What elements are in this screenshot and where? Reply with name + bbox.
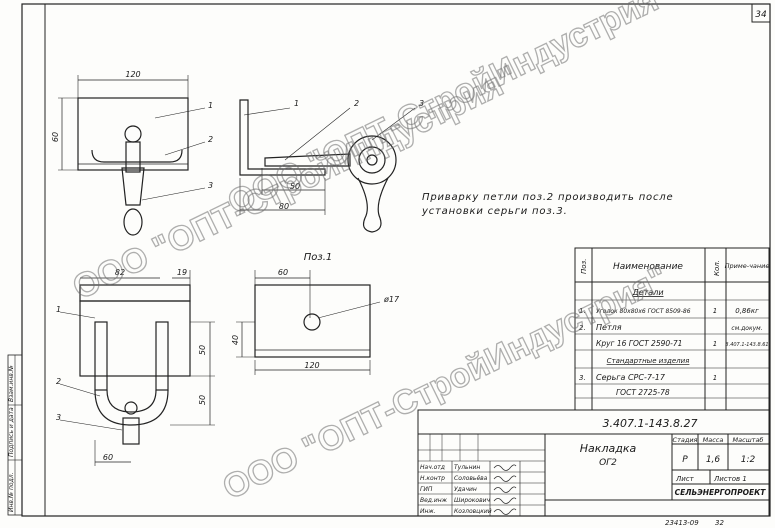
dim-front-82: 82 [115, 268, 125, 277]
spec-row2-name: Петля [596, 323, 622, 332]
spec-row2-pos: 2. [579, 324, 586, 332]
title-block [417, 409, 770, 517]
spec-row1-qty: 1 [713, 307, 717, 315]
dim-side-50: 50 [290, 182, 300, 191]
callout-3-a: 3 [208, 181, 213, 190]
welding-note-line2: установки серьги поз.3. [421, 206, 568, 217]
spec-row2b-qty: 1 [713, 340, 717, 348]
spec-row3b-name: ГОСТ 2725-78 [616, 388, 670, 397]
stage-value: Р [682, 455, 688, 465]
callout-1-b: 1 [294, 99, 299, 108]
signer-5: Козловцкий [454, 508, 492, 515]
item-code: ОГ2 [599, 458, 617, 468]
footer-page: 32 [715, 519, 724, 527]
spec-header-name: Наименование [613, 262, 683, 272]
dim-top-height: 60 [51, 132, 60, 142]
role-2: Н.контр [420, 475, 445, 482]
sign-date-label: Подпись и дата [8, 407, 15, 457]
mass-label: Масса [703, 436, 724, 444]
dim-pos1-120: 120 [304, 361, 319, 370]
watermark-3: ООО "ОПТ-СтройИндустрия" [222, 0, 679, 222]
role-1: Нач.отд [420, 464, 445, 471]
spec-row2b-name: Круг 16 ГОСТ 2590-71 [596, 339, 682, 348]
callout-2-c: 2 [56, 377, 61, 386]
signer-2: Соловьёва [454, 475, 488, 482]
top-side-view [239, 99, 416, 233]
dim-front-50-a: 50 [198, 345, 207, 355]
spec-row3-name: Серьга СРС-7-17 [596, 373, 666, 382]
role-4: Вед.инж [420, 497, 448, 504]
signature-scribbles [493, 464, 517, 515]
spec-row1-pos: 1. [579, 307, 586, 315]
top-left-view [58, 75, 206, 236]
stage-label: Стадия [673, 436, 698, 444]
dim-front-19: 19 [177, 268, 187, 277]
scale-label: Масштаб [733, 436, 764, 444]
inventory-original-label: Инв.№ подл. [8, 472, 15, 512]
dim-front-50-b: 50 [198, 395, 207, 405]
signer-4: Широкович [454, 497, 491, 504]
spec-row1-name: Уголок 80х80х6 ГОСТ 8509-86 [596, 308, 691, 315]
pos1-title: Поз.1 [304, 252, 333, 263]
spec-section-details: Детали [631, 288, 663, 297]
doc-code: 3.407.1-143.8.27 [603, 417, 698, 430]
dim-pos1-diameter: ø17 [383, 295, 400, 304]
role-5: Инж. [420, 508, 436, 515]
mass-value: 1,6 [706, 455, 721, 465]
welding-note-line1: Приварку петли поз.2 производить после [422, 192, 673, 203]
scale-value: 1:2 [741, 455, 756, 465]
spec-header-qty: Кол. [713, 260, 721, 276]
callout-3-c: 3 [56, 413, 61, 422]
callout-1-a: 1 [208, 101, 213, 110]
dim-pos1-40: 40 [231, 335, 240, 345]
spec-row1-note: 0,86кг [735, 307, 759, 315]
signer-1: Тульнин [454, 464, 480, 471]
callout-1-c: 1 [56, 305, 61, 314]
pos1-view [236, 270, 381, 375]
inventory-strip: Инв.№ подл. Подпись и дата Взам.инв.№ [7, 354, 23, 516]
inventory-duplicate-label: Взам.инв.№ [8, 365, 15, 402]
role-3: ГИП [420, 486, 433, 493]
organization-name: СЕЛЬЭНЕРГОПРОЕКТ [675, 488, 767, 497]
dim-front-60: 60 [103, 453, 113, 462]
spec-row2-note: см.докум. [731, 325, 762, 332]
spec-row3-qty: 1 [713, 374, 717, 382]
sheets-label: Листов 1 [713, 475, 747, 483]
spec-section-standard: Стандартные изделия [607, 357, 690, 365]
dim-pos1-60: 60 [278, 268, 288, 277]
callout-2-a: 2 [208, 135, 213, 144]
footer-code: 23413-09 [665, 519, 699, 527]
watermark-2: ООО "ОПТ-СтройИндустрия" [217, 258, 674, 507]
sheet-label: Лист [675, 475, 695, 483]
spec-row2b-note: 3.407.1-143.8.61 [725, 342, 768, 348]
spec-row3-pos: 3. [579, 374, 586, 382]
page-number: 34 [755, 10, 767, 20]
spec-header-note: Приме-чание [725, 262, 770, 270]
signer-3: Удачин [454, 486, 477, 493]
dim-side-80: 80 [279, 202, 289, 211]
sheet-frame [21, 3, 771, 517]
item-name: Накладка [580, 442, 637, 455]
callout-2-b: 2 [354, 99, 359, 108]
dim-top-width: 120 [125, 70, 140, 79]
page-number-box [751, 3, 771, 23]
spec-header-pos: Поз. [580, 259, 588, 275]
callout-3-b: 3 [419, 99, 424, 108]
bottom-front-view [59, 270, 215, 466]
